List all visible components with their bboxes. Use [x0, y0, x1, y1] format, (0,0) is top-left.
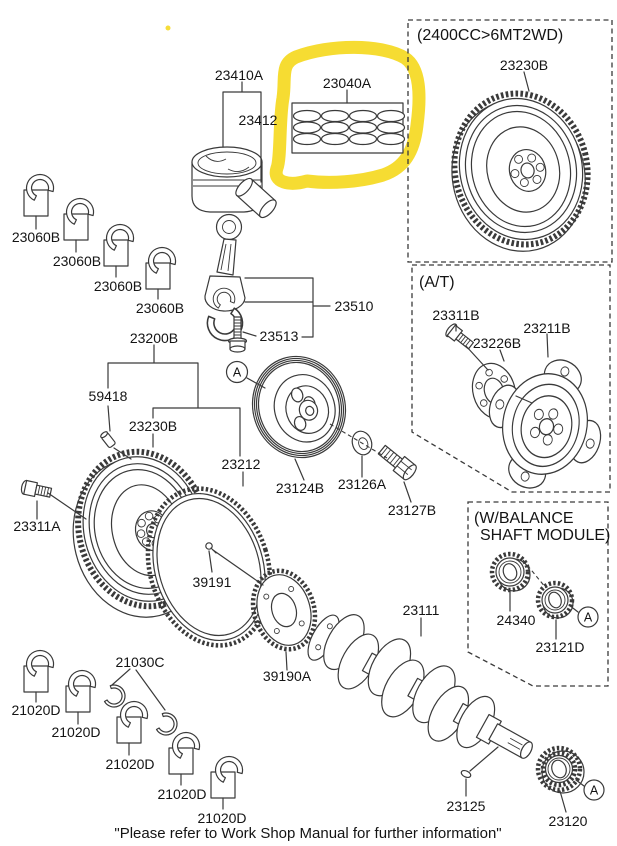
balance-box-caption-line2: SHAFT MODULE)	[480, 527, 610, 544]
balance-shaft-box	[467, 501, 609, 687]
part-label-flywheel-assembly: 23200B	[130, 330, 178, 346]
main-bearing-units	[22, 646, 246, 810]
part-label-flywheel-bolt: 23311A	[13, 518, 61, 534]
ring-gear-drawing	[145, 486, 273, 648]
marker-speck	[165, 25, 171, 31]
part-label-drive-plate: 23211B	[523, 320, 570, 336]
crank-pulley-drawing	[251, 355, 347, 459]
manual-transmission-box	[407, 19, 613, 263]
part-label-pulley-bolt: 23127B	[388, 502, 436, 518]
part-label-main-bearing-4: 21020D	[157, 786, 206, 802]
woodruff-key-drawing	[460, 769, 472, 779]
piston-pin-drawing	[235, 177, 277, 219]
part-label-main-bearing-2: 21020D	[51, 724, 100, 740]
at-bolt-drawing	[445, 323, 475, 350]
part-label-flywheel: 23230B	[129, 418, 177, 434]
callout-a-pulley: A	[225, 360, 249, 384]
part-label-balance-gear: 23121D	[535, 639, 584, 655]
leader-lines	[36, 71, 585, 813]
automatic-transmission-box	[411, 264, 611, 493]
balance-gear-drawing	[535, 580, 575, 620]
crankshaft-drawing	[307, 614, 533, 759]
part-label-woodruff-key: 23125	[447, 798, 486, 814]
part-label-pulley-washer: 23126A	[338, 476, 387, 492]
callout-a-letter: A	[584, 611, 593, 625]
part-label-crank-pulley: 23124B	[276, 480, 324, 496]
part-label-rod-bearing-4: 23060B	[136, 300, 184, 316]
part-label-rod-bearing-3: 23060B	[94, 278, 142, 294]
part-label-tone-wheel: 39190A	[263, 668, 312, 684]
dowel-pin-drawing	[100, 431, 116, 448]
part-label-rod-bearing-2: 23060B	[53, 253, 101, 269]
part-label-thrust-washer-set: 21030C	[115, 654, 164, 670]
part-label-at-bolt: 23311B	[432, 307, 479, 323]
piston-ring-set-drawing	[291, 102, 406, 154]
part-label-rod-bearing-1: 23060B	[12, 229, 60, 245]
flywheel-bolt-drawing	[20, 479, 53, 498]
footer-note: "Please refer to Work Shop Manual for fu…	[114, 825, 501, 842]
mt-box-caption: (2400CC>6MT2WD)	[417, 27, 563, 44]
pulley-bolt-drawing	[377, 444, 417, 481]
part-label-balance-sprocket: 24340	[497, 612, 536, 628]
part-label-connecting-rod: 23510	[335, 298, 374, 314]
part-label-piston-ring-set: 23040A	[323, 75, 372, 91]
callout-a-letter: A	[590, 784, 599, 798]
callout-a-sprocket: A	[583, 779, 605, 801]
part-label-rod-bolt: 23513	[260, 328, 299, 344]
part-label-main-bearing-5: 21020D	[197, 810, 246, 826]
rod-bearing-units	[22, 170, 179, 300]
part-label-adapter-plate: 23226B	[473, 335, 521, 351]
rod-bolt-drawing	[227, 316, 248, 353]
callout-a-balance: A	[577, 606, 599, 628]
part-label-piston: 23410A	[215, 67, 264, 83]
part-label-main-bearing-1: 21020D	[11, 702, 60, 718]
flywheel-mt-drawing	[451, 90, 591, 252]
connecting-rod-drawing	[204, 213, 246, 344]
highlight-marker	[269, 40, 426, 190]
part-label-sensor-pin: 39191	[193, 574, 232, 590]
part-label-main-bearing-3: 21020D	[105, 756, 154, 772]
balance-sprocket-drawing	[489, 551, 531, 593]
at-box-caption: (A/T)	[419, 274, 455, 291]
part-label-dowel-pin: 59418	[89, 388, 128, 404]
part-label-crank-sprocket: 23120	[549, 813, 588, 829]
part-label-ring-gear: 23212	[222, 456, 261, 472]
callout-a-letter: A	[233, 366, 242, 380]
part-label-crankshaft: 23111	[403, 602, 440, 618]
balance-box-caption-line1: (W/BALANCE	[474, 510, 574, 527]
part-label-piston-pin: 23412	[239, 112, 278, 128]
part-label-flywheel-mt: 23230B	[500, 57, 548, 73]
crank-sprocket-drawing	[535, 745, 585, 794]
